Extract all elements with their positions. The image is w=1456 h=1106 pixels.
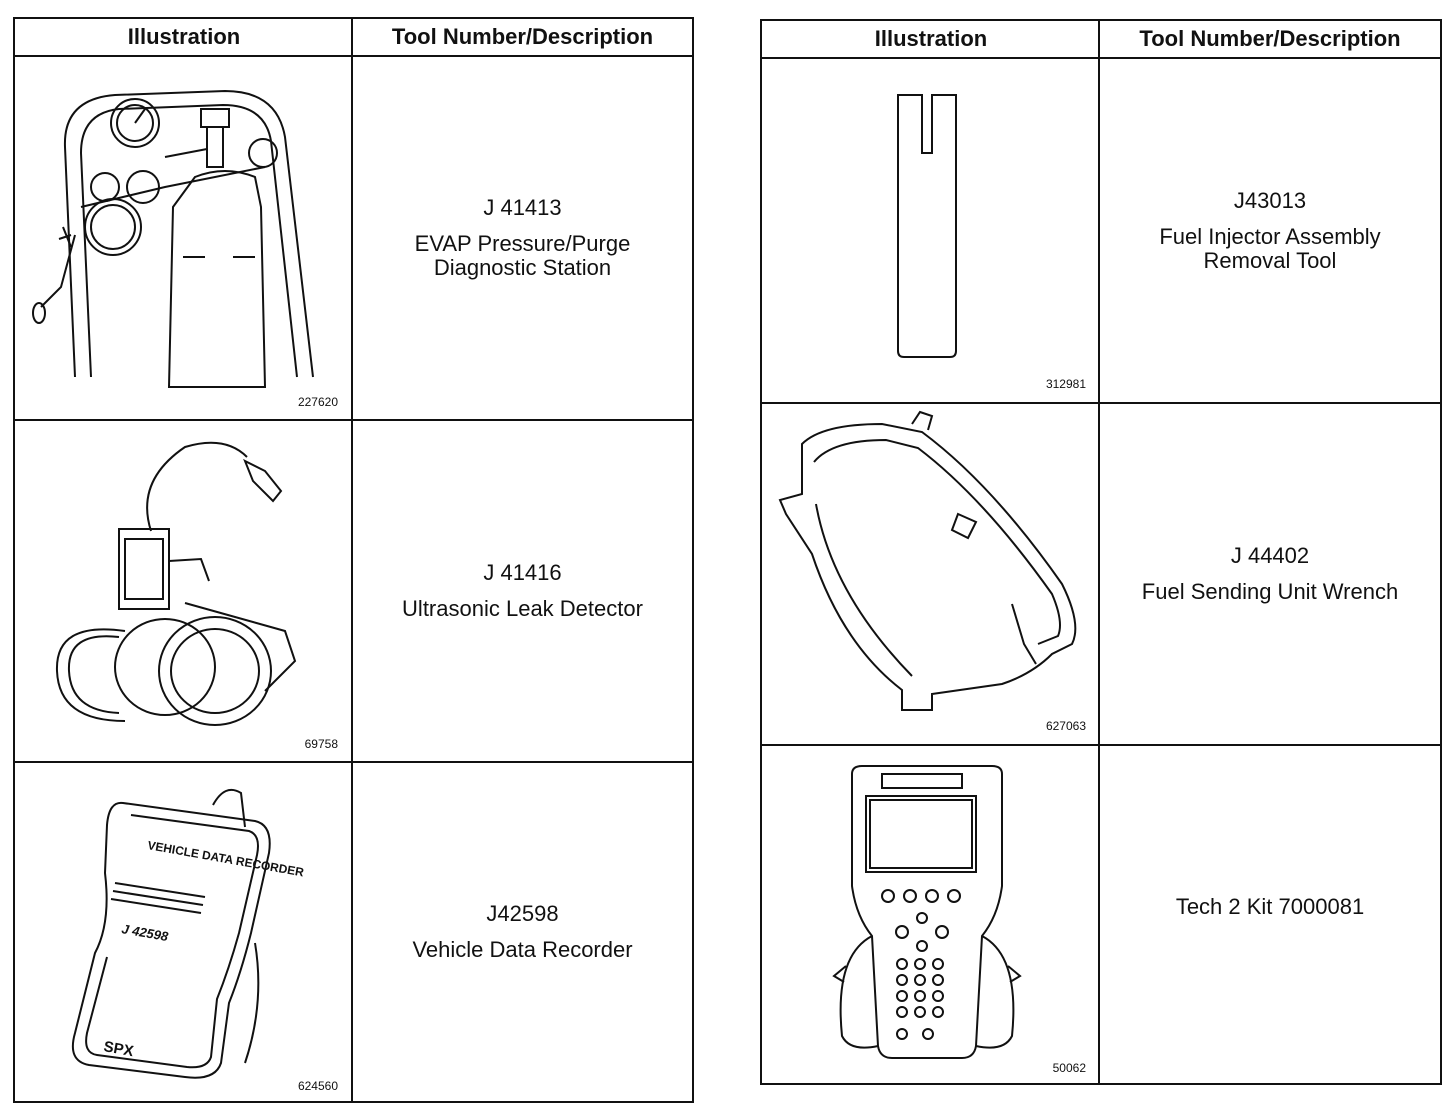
tech2-scan-tool-icon bbox=[832, 765, 1022, 1059]
tool-number: J43013 bbox=[1233, 187, 1307, 213]
tool-description: EVAP Pressure/Purge Diagnostic Station bbox=[414, 231, 631, 280]
tool-description-cell: J 41416 Ultrasonic Leak Detector bbox=[353, 421, 692, 761]
figure-number: 627063 bbox=[1045, 719, 1086, 733]
header-illustration: Illustration bbox=[15, 19, 353, 57]
row-divider bbox=[15, 761, 692, 763]
device-title: VEHICLE DATA RECORDER bbox=[146, 838, 305, 879]
illustration-evap-station bbox=[15, 57, 351, 419]
figure-number: 227620 bbox=[297, 395, 338, 409]
data-recorder-icon: VEHICLE DATA RECORDER J 42598 SPX bbox=[71, 789, 305, 1079]
tool-number: J 44402 bbox=[1230, 543, 1310, 568]
tool-table-left: Illustration Tool Number/Description J 4… bbox=[13, 17, 694, 1103]
tool-number: J 41416 bbox=[483, 560, 562, 585]
illustration-leak-detector bbox=[15, 421, 351, 761]
illustration-injector-tool bbox=[762, 59, 1098, 402]
tool-description-cell: J42598 Vehicle Data Recorder bbox=[353, 763, 692, 1101]
tool-number: J42598 bbox=[486, 901, 559, 926]
figure-number: 312981 bbox=[1045, 377, 1086, 391]
tool-number: J 41413 bbox=[483, 195, 562, 220]
tool-description: Fuel Injector Assembly Removal Tool bbox=[1159, 223, 1381, 273]
illustration-tech2 bbox=[762, 746, 1098, 1083]
tool-description: Ultrasonic Leak Detector bbox=[402, 596, 643, 621]
figure-number: 50062 bbox=[1052, 1061, 1086, 1075]
header-illustration: Illustration bbox=[762, 21, 1100, 59]
illustration-sending-unit-wrench bbox=[762, 404, 1098, 744]
header-tool-description: Tool Number/Description bbox=[353, 19, 692, 57]
header-tool-description: Tool Number/Description bbox=[1100, 21, 1440, 59]
tool-description: Vehicle Data Recorder bbox=[412, 937, 633, 962]
figure-number: 69758 bbox=[304, 737, 338, 751]
tool-description: Fuel Sending Unit Wrench bbox=[1141, 579, 1399, 604]
device-brand: SPX bbox=[102, 1038, 135, 1060]
device-model: J 42598 bbox=[120, 921, 170, 944]
tool-description-cell: J 44402 Fuel Sending Unit Wrench bbox=[1100, 404, 1440, 744]
tool-description-cell: Tech 2 Kit 7000081 bbox=[1100, 746, 1440, 1083]
leak-detector-icon bbox=[55, 441, 297, 726]
row-divider bbox=[762, 402, 1440, 404]
row-divider bbox=[762, 744, 1440, 746]
evap-station-icon bbox=[32, 89, 314, 388]
tool-description-cell: J43013 Fuel Injector Assembly Removal To… bbox=[1100, 59, 1440, 402]
injector-removal-tool-icon bbox=[897, 94, 957, 358]
tool-description-cell: J 41413 EVAP Pressure/Purge Diagnostic S… bbox=[353, 57, 692, 419]
figure-number: 624560 bbox=[297, 1079, 338, 1093]
column-divider bbox=[351, 19, 353, 1101]
sending-unit-wrench-icon bbox=[778, 410, 1077, 711]
tool-table-right: Illustration Tool Number/Description J43… bbox=[760, 19, 1442, 1085]
row-divider bbox=[15, 419, 692, 421]
tool-description: Tech 2 Kit 7000081 bbox=[1175, 893, 1365, 919]
column-divider bbox=[1098, 21, 1100, 1083]
illustration-data-recorder: VEHICLE DATA RECORDER J 42598 SPX bbox=[15, 763, 351, 1101]
